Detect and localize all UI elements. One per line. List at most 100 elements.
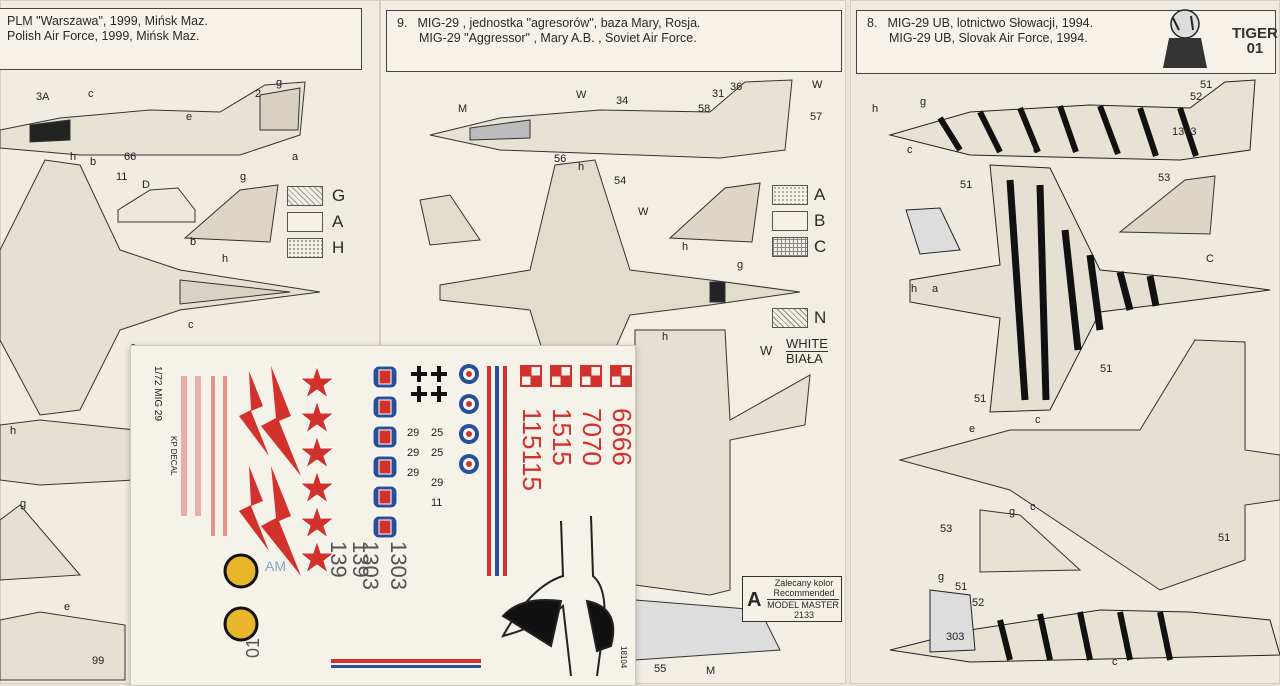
crane-decals [500,515,615,677]
svg-text:51: 51 [1200,79,1212,91]
top-view-aircraft-tiger [905,164,1271,413]
caption-line-2: Polish Air Force, 1999, Mińsk Maz. [7,29,200,43]
svg-text:g: g [20,498,26,510]
svg-text:c: c [188,319,194,331]
small-number-6: 29 [431,477,443,489]
recommended-line-1: Zalecany kolor [774,578,834,588]
side-view-aircraft-tiger [888,79,1256,161]
white-color-prefix: W [760,343,773,358]
svg-text:g: g [920,96,926,108]
svg-text:51: 51 [1100,363,1112,375]
letters-01: 01 [243,638,263,658]
svg-text:66: 66 [124,151,136,163]
svg-text:W: W [812,79,823,91]
legend-label-a: A [332,212,344,231]
svg-text:c: c [1112,656,1118,668]
svg-text:a: a [292,151,299,163]
svg-text:e: e [64,601,70,613]
caption-line-1: PLM "Warszawa", 1999, Mińsk Maz. [7,14,208,28]
svg-text:31: 31 [712,88,724,100]
svg-text:52: 52 [972,597,984,609]
caption-box-right: 8. MIG-29 UB, lotnictwo Słowacji, 1994. M… [856,10,1276,74]
svg-text:58: 58 [698,103,710,115]
red-number-decals: 115115 1515 7070 6666 [517,408,635,491]
tail-fin-detail [1118,175,1216,235]
svg-text:1303: 1303 [1172,126,1196,138]
scheme-number: 9. [397,16,408,30]
tiger-logo-line-2: 01 [1246,40,1264,57]
svg-text:54: 54 [614,175,626,187]
tail-fin-detail [668,182,761,243]
caption-line-2: MIG-29 UB, Slovak Air Force, 1994. [889,31,1088,45]
caption-box-left: PLM "Warszawa", 1999, Mińsk Maz. Polish … [0,8,362,70]
svg-text:a: a [932,283,939,295]
bottom-view-aircraft [0,419,136,681]
svg-text:g: g [276,77,282,89]
svg-text:h: h [10,425,16,437]
polish-checker-decals [520,365,632,387]
svg-text:g: g [1009,506,1015,518]
decal-title: 1/72 MIG 29 [152,366,163,421]
legend-swatch-c [772,237,808,257]
svg-text:D: D [142,179,150,191]
red-number-2: 1515 [547,408,577,466]
legend-swatch-a [772,185,808,205]
svg-text:h: h [222,253,228,265]
svg-text:h: h [578,161,584,173]
scheme-number: 8. [867,16,878,30]
svg-text:34: 34 [616,95,628,107]
recommended-line-4: 2133 [793,610,815,620]
legend-swatch-b [772,211,808,231]
instruction-sheet-right: 8. MIG-29 UB, lotnictwo Słowacji, 1994. M… [850,0,1280,684]
svg-text:e: e [969,423,975,435]
red-number-3: 7070 [577,408,607,466]
stencil-markings [181,376,227,536]
svg-text:h: h [911,283,917,295]
recommended-color-letter: A [747,589,762,611]
dark-number-1: 139 [326,541,351,578]
svg-text:h: h [872,103,878,115]
svg-text:52: 52 [1190,91,1202,103]
dark-number-4: 1303 [358,541,383,590]
bottom-view-aircraft [898,339,1280,591]
caption-line-1: MIG-29 UB, lotnictwo Słowacji, 1994. [887,16,1094,30]
legend-label-a: A [814,185,826,204]
legend-label-n: N [814,308,827,327]
svg-text:b: b [190,236,196,248]
svg-text:57: 57 [810,111,822,123]
tail-detail-lower [979,509,1082,573]
svg-text:56: 56 [554,153,566,165]
white-color-label-pl: BIAŁA [786,351,823,366]
svg-text:51: 51 [1218,532,1230,544]
dark-number-2: 139 [348,541,373,578]
slovak-roundel-decals [372,365,398,539]
caption-line-1: MIG-29 , jednostka "agresorów", baza Mar… [417,16,701,30]
small-number-1: 29 [407,427,419,439]
stripe-decals [331,366,507,668]
decal-code: 18104 [619,646,628,669]
legend-label-g: G [332,186,346,205]
tiger-logo-text: TIGER 01 [1232,26,1278,56]
svg-text:c: c [1030,501,1036,513]
tiger-logo-line-1: TIGER [1232,25,1278,42]
legend-swatch-n [772,308,808,328]
svg-text:2: 2 [255,88,261,100]
small-number-4: 25 [431,447,443,459]
svg-text:C: C [1206,253,1214,265]
svg-text:g: g [240,171,246,183]
svg-text:W: W [576,89,587,101]
svg-text:11: 11 [116,171,127,183]
svg-text:M: M [706,665,715,677]
red-star-markings [298,364,336,575]
svg-text:h: h [662,331,668,343]
svg-text:53: 53 [1158,172,1170,184]
am-letters: AM [265,558,286,574]
decal-sheet: 1/72 MIG 29 KP DECAL [130,345,636,686]
recommended-line-2: Recommended [773,588,835,598]
red-number-1: 115115 [517,408,547,491]
tail-fin-detail [183,184,279,243]
legend-label-b: B [814,211,826,230]
